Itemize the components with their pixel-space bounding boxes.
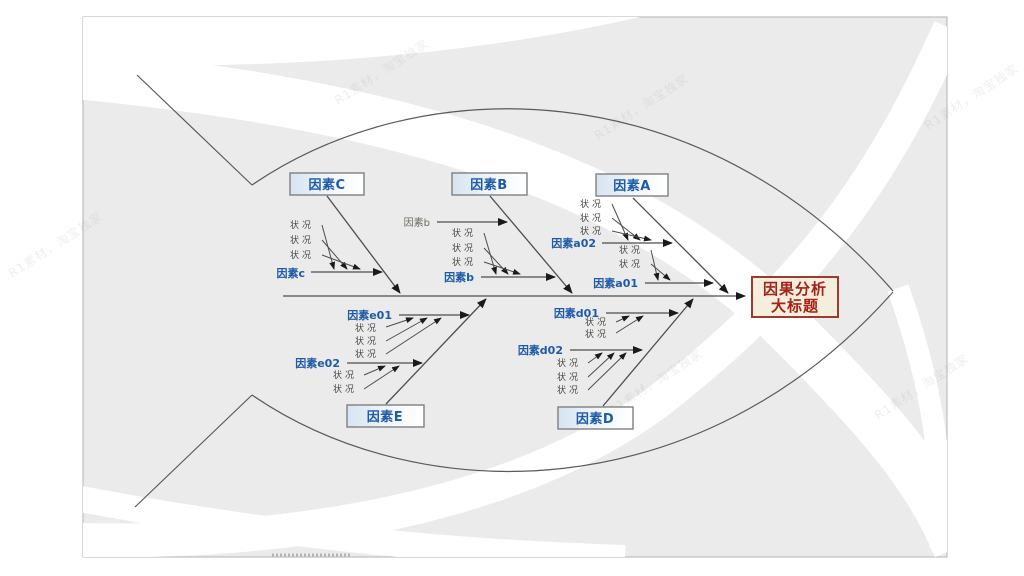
condition-label: 状况 [452, 242, 476, 254]
factor-d-label: 因素D [576, 411, 614, 427]
sub-labels: 因素c 因素b 因素b 因素a02 因素a01 因素e01 因素e02 因素d0… [276, 216, 638, 370]
sub-label-a01: 因素a01 [593, 276, 638, 290]
sub-label-e02: 因素e02 [295, 356, 340, 370]
connector [363, 365, 400, 390]
bone-a [632, 197, 729, 294]
connector [650, 249, 660, 281]
background-swooshes [83, 17, 947, 557]
sub-label-b: 因素b [444, 270, 474, 284]
head-title-line1: 因果分析 [763, 280, 827, 298]
condition-label: 状况 [585, 316, 609, 328]
sub-label-d01: 因素d01 [554, 306, 599, 320]
sub-label-a02: 因素a02 [551, 236, 596, 250]
condition-label: 状况 [557, 371, 581, 383]
condition-label: 状况 [290, 234, 314, 246]
swoosh-top-strip [83, 17, 640, 66]
sub-label-d02: 因素d02 [518, 343, 563, 357]
condition-label: 状况 [585, 328, 609, 340]
factor-a-box [595, 173, 669, 197]
factor-c-box [289, 172, 365, 196]
condition-label: 状况 [452, 256, 476, 268]
factor-b-label: 因素B [470, 177, 507, 193]
bone-b [489, 195, 573, 294]
connector [587, 352, 627, 391]
category-boxes: 因素C 因素B 因素A 因素E 因素D [289, 172, 669, 430]
condition-label: 状况 [355, 335, 379, 347]
factor-e-box [346, 404, 425, 428]
condition-label: 状况 [619, 244, 643, 256]
condition-label: 状况 [557, 357, 581, 369]
head-title: 因果分析 大标题 [751, 276, 839, 318]
body-upper-curve [251, 108, 894, 292]
condition-label: 状况 [580, 225, 604, 237]
factor-e-label: 因素E [367, 409, 403, 425]
body-lower-curve [251, 291, 894, 472]
connector [321, 239, 348, 270]
fish-outline [134, 74, 894, 508]
condition-labels: 状况 状况 状况 状况 状况 状况 状况 状况 状况 状况 状况 状况 状况 状… [290, 198, 643, 396]
sub-label-e01: 因素e01 [347, 308, 392, 322]
connector [385, 317, 414, 328]
tail-lower-line [134, 394, 253, 508]
swoosh-right-streak [887, 284, 947, 549]
sub-label-b-small: 因素b [404, 216, 430, 229]
bone-c [326, 195, 401, 294]
connector [615, 315, 630, 323]
condition-label: 状况 [290, 219, 314, 231]
factor-b-box [451, 172, 528, 196]
condition-label: 状况 [355, 348, 379, 360]
sub-label-c: 因素c [276, 266, 305, 280]
sub-arrows [311, 218, 714, 367]
factor-c-label: 因素C [308, 177, 345, 193]
connector [615, 315, 644, 334]
tail-upper-line [136, 74, 253, 186]
connector [587, 352, 603, 364]
connector [321, 254, 361, 270]
factor-a-label: 因素A [613, 178, 651, 194]
connector [385, 317, 428, 342]
connector [483, 261, 521, 275]
condition-label: 状况 [355, 322, 379, 334]
swoosh-diagonal-right [83, 49, 947, 557]
connector [611, 230, 652, 242]
factor-d-box [557, 406, 634, 430]
condition-label: 状况 [290, 249, 314, 261]
connector [483, 247, 509, 275]
condition-label: 状况 [557, 384, 581, 396]
condition-connectors [321, 203, 671, 391]
head-title-box [751, 276, 839, 318]
condition-label: 状况 [580, 198, 604, 210]
connector [385, 317, 442, 355]
swoosh-bottom [83, 486, 626, 557]
connector [483, 232, 497, 275]
connector [650, 263, 671, 281]
condition-label: 状况 [333, 383, 357, 395]
condition-label: 状况 [333, 369, 357, 381]
head-title-line2: 大标题 [771, 297, 819, 315]
connector [587, 352, 615, 378]
condition-label: 状况 [580, 212, 604, 224]
connector [363, 365, 386, 376]
condition-label: 状况 [452, 227, 476, 239]
condition-label: 状况 [619, 258, 643, 270]
